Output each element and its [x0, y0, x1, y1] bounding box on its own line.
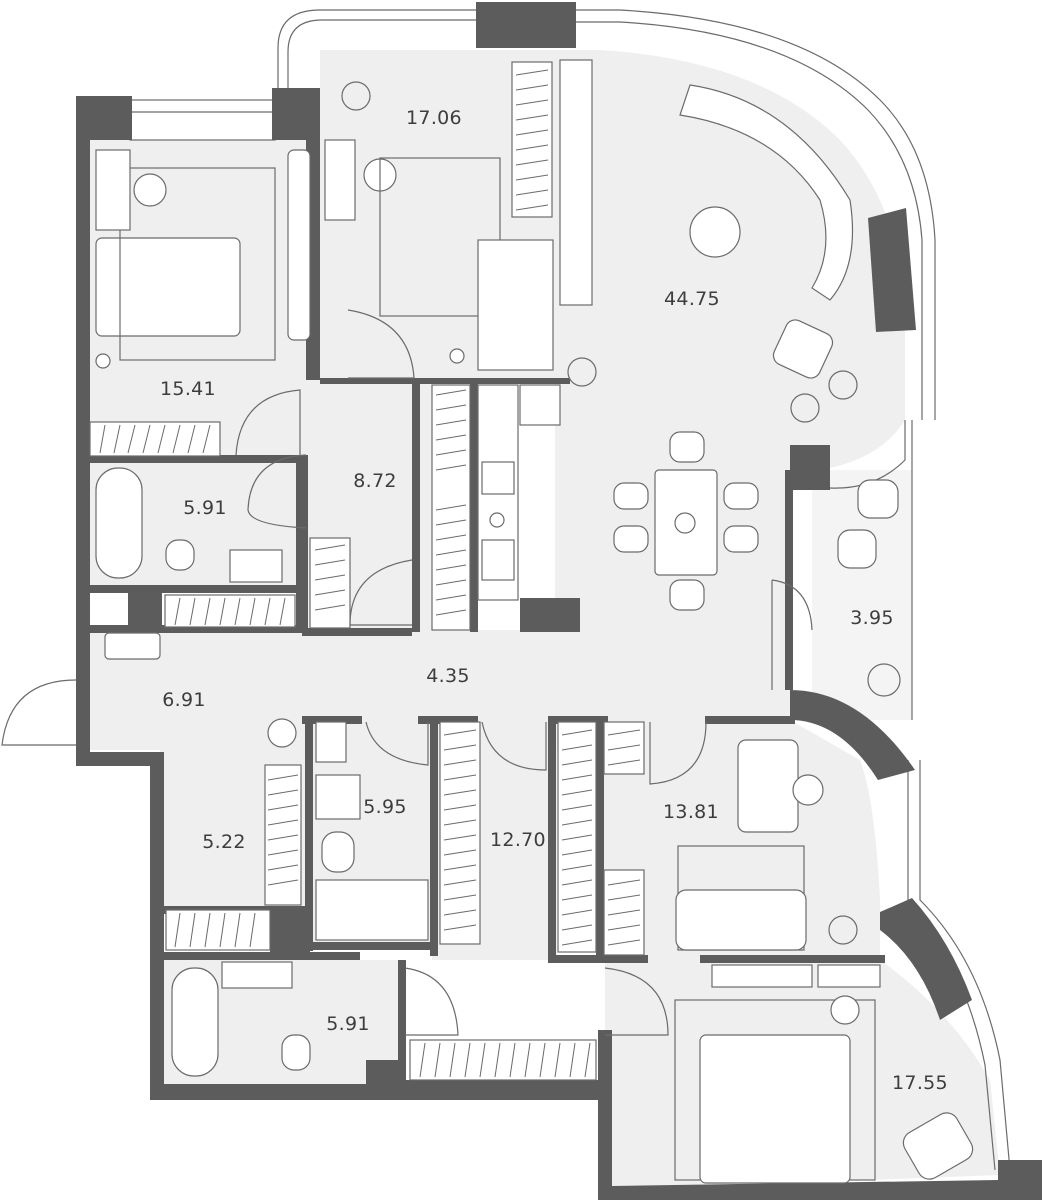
room-area-corridor-1: 8.72 — [353, 470, 397, 492]
room-area-wardrobe: 5.22 — [202, 831, 246, 853]
furniture — [95, 81, 974, 1184]
room-area-bedroom-3: 13.81 — [663, 801, 719, 823]
room-area-corridor-2: 4.35 — [426, 665, 470, 687]
room-area-bedroom-1: 15.41 — [160, 378, 216, 400]
wardrobes — [89, 59, 645, 1081]
room-area-bedroom-2: 17.06 — [406, 107, 462, 129]
room-area-bathroom-3: 5.91 — [326, 1013, 370, 1035]
doors — [1, 309, 813, 1036]
walls — [76, 2, 1042, 1200]
room-area-bedroom-4: 17.55 — [892, 1072, 948, 1094]
room-area-bathroom-1: 5.91 — [183, 497, 227, 519]
room-area-hall: 6.91 — [162, 689, 206, 711]
wardrobe-hatching — [99, 69, 641, 1078]
room-area-bathroom-2: 5.95 — [363, 796, 407, 818]
room-labels: 15.41 17.06 44.75 5.91 8.72 6.91 4.35 3.… — [160, 107, 948, 1094]
room-area-balcony: 3.95 — [850, 607, 894, 629]
room-area-corridor-3: 12.70 — [490, 829, 546, 851]
facade-windows — [129, 9, 1011, 1171]
room-area-living-kitchen: 44.75 — [664, 288, 720, 310]
